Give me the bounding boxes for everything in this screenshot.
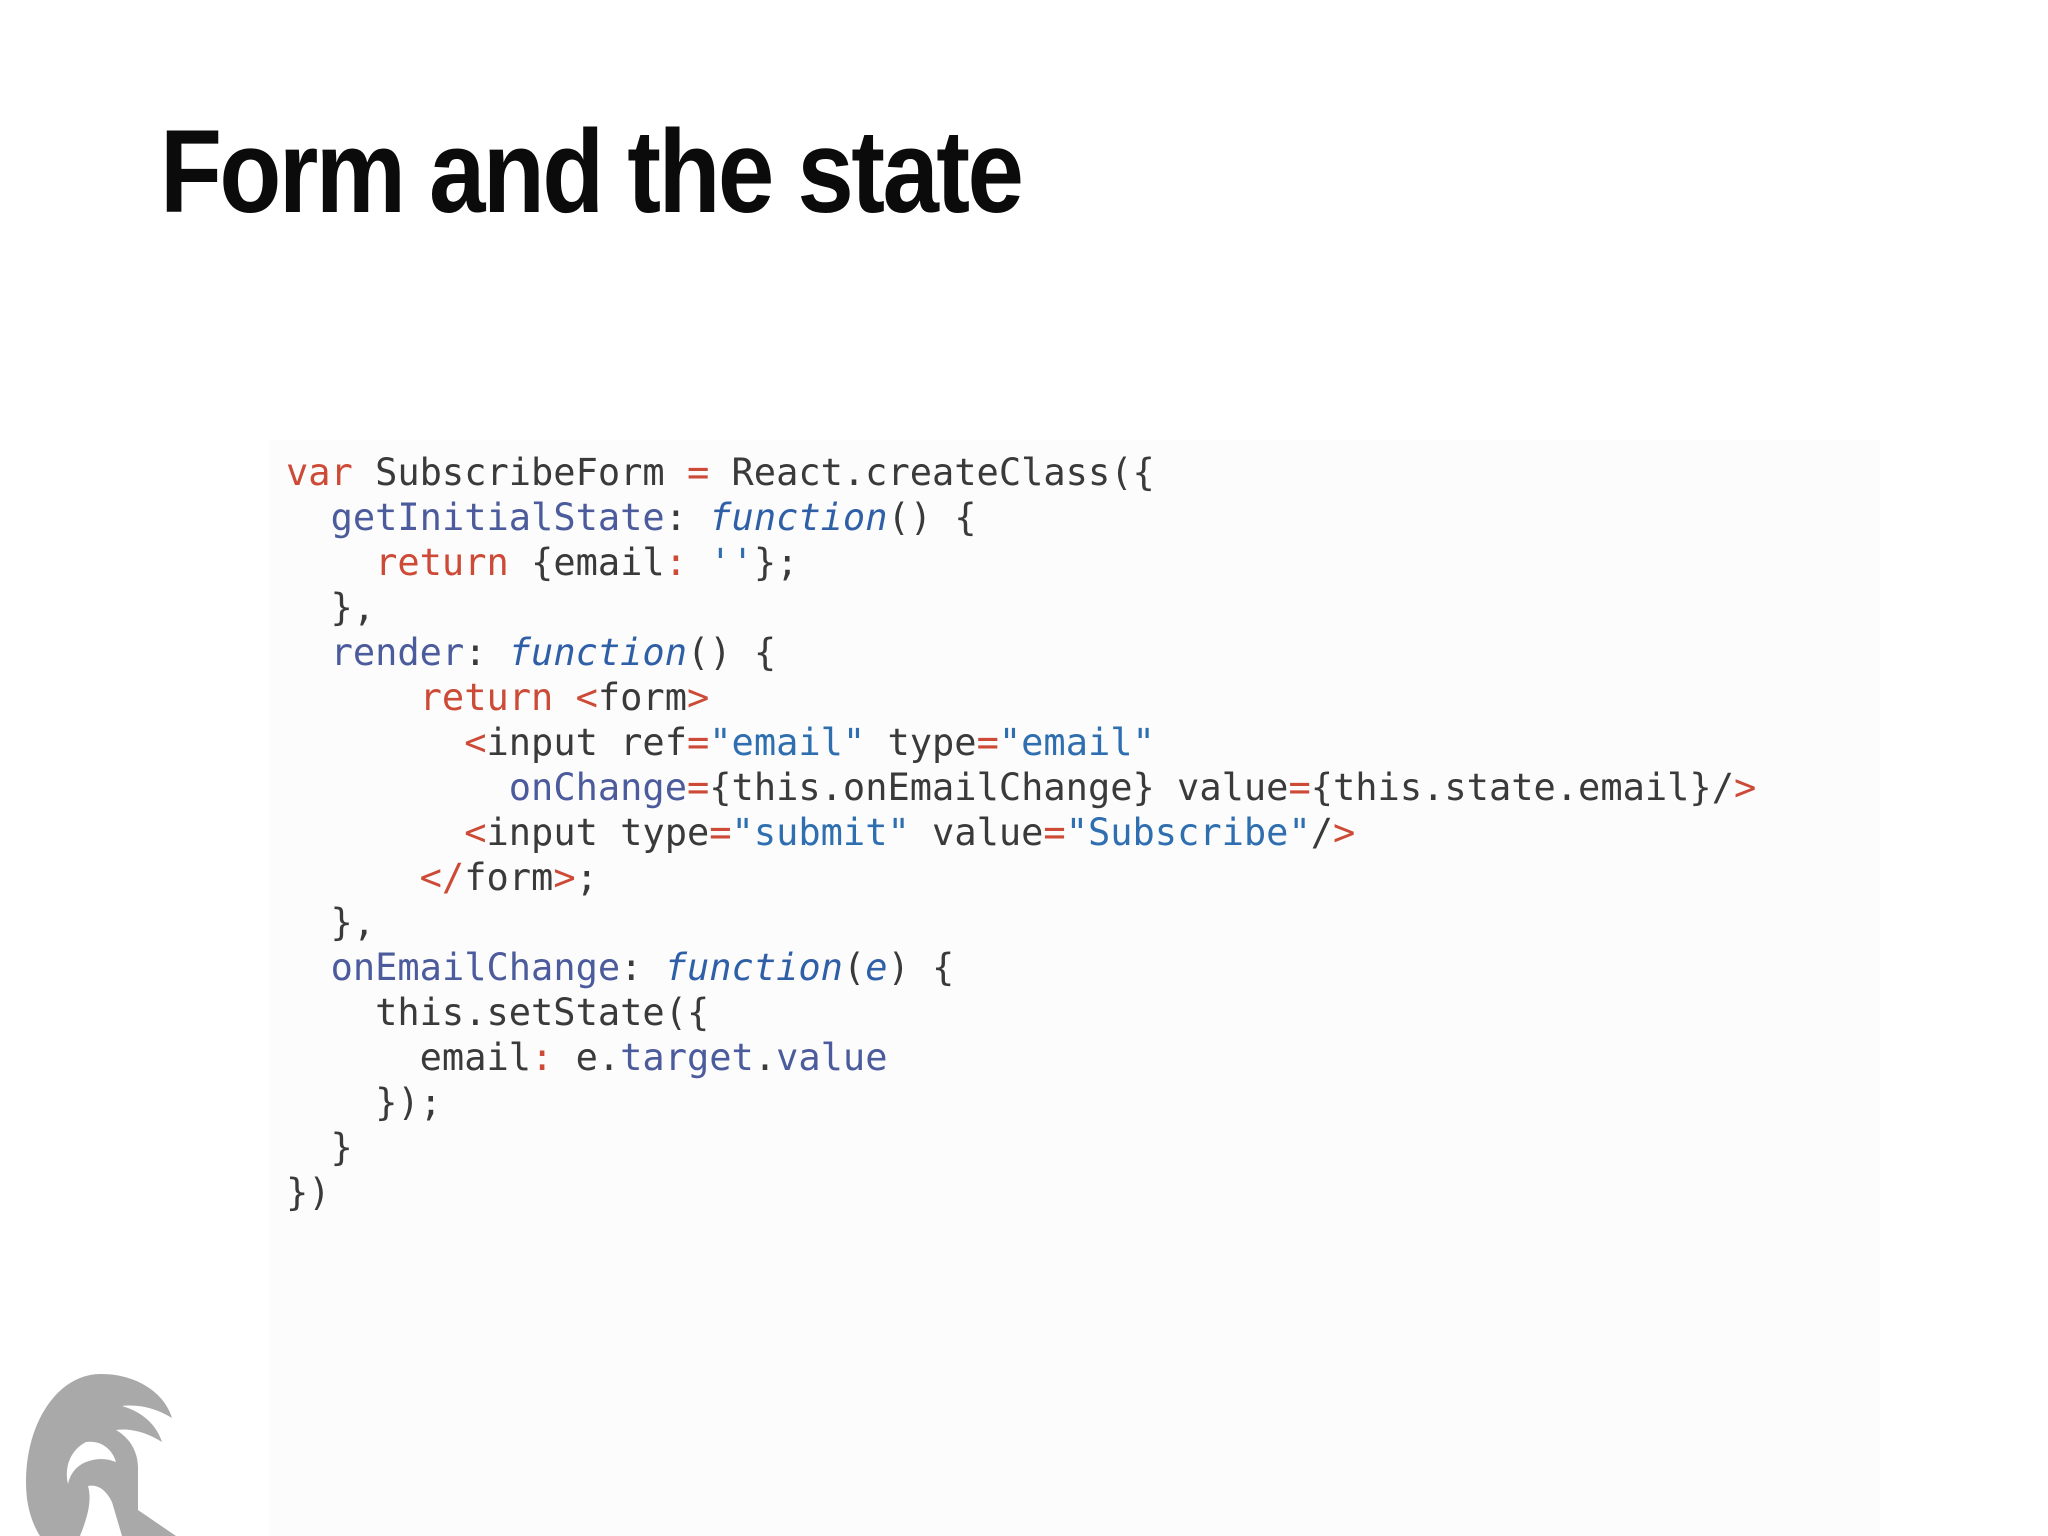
code-line: return {email: ''}; <box>286 540 1756 585</box>
code-token <box>286 766 509 809</box>
code-line: }, <box>286 585 1756 630</box>
code-token: return <box>419 676 554 719</box>
code-token: React.createClass({ <box>709 451 1155 494</box>
code-token <box>687 541 709 584</box>
code-token <box>286 721 464 764</box>
code-token: = <box>1043 811 1066 854</box>
code-token: function <box>709 496 888 539</box>
code-token: }) <box>286 1171 331 1214</box>
code-token: () { <box>687 631 777 674</box>
code-token <box>286 676 420 719</box>
code-token: }, <box>286 901 376 944</box>
code-token: function <box>508 631 687 674</box>
code-line: render: function() { <box>286 630 1756 675</box>
code-line: } <box>286 1125 1756 1170</box>
code-token: = <box>686 766 710 809</box>
code-line: var SubscribeForm = React.createClass({ <box>286 450 1756 495</box>
code-token: '' <box>709 541 754 584</box>
code-token: e <box>865 946 888 989</box>
code-line: return <form> <box>286 675 1756 720</box>
code-token: < <box>575 676 598 719</box>
code-token: }; <box>753 541 799 584</box>
code-token: onEmailChange <box>330 946 621 989</box>
code-token: "submit" <box>731 811 910 854</box>
code-line: getInitialState: function() { <box>286 495 1756 540</box>
code-token: ( <box>842 946 866 989</box>
code-token: target <box>620 1036 754 1079</box>
code-token: > <box>1733 766 1757 809</box>
code-token: type <box>865 721 977 764</box>
code-token: "email" <box>998 721 1155 764</box>
code-token: } <box>286 1126 353 1169</box>
code-token: render <box>330 631 465 674</box>
code-line: this.setState({ <box>286 990 1756 1035</box>
code-panel: var SubscribeForm = React.createClass({ … <box>270 440 1880 1536</box>
code-token: SubscribeForm <box>352 451 687 494</box>
code-token: : <box>620 946 665 989</box>
code-token: {this.onEmailChange} value <box>709 766 1289 809</box>
code-token: ) { <box>887 946 955 989</box>
code-token: {this.state.email}/ <box>1310 766 1734 809</box>
code-token: this.setState({ <box>286 991 710 1034</box>
code-token: : <box>664 496 710 539</box>
code-token: var <box>286 451 353 494</box>
code-token: = <box>686 721 710 764</box>
code-token: email <box>286 1036 532 1079</box>
code-token: }); <box>286 1081 442 1124</box>
code-token: : <box>464 631 509 674</box>
code-token: e. <box>553 1036 621 1079</box>
code-token <box>286 496 331 539</box>
code-line: }); <box>286 1080 1756 1125</box>
code-token: () { <box>887 496 977 539</box>
code-token: onChange <box>508 766 687 809</box>
code-line: <input type="submit" value="Subscribe"/> <box>286 810 1756 855</box>
code-token: > <box>553 856 576 899</box>
code-token: return <box>375 541 509 584</box>
code-line: onEmailChange: function(e) { <box>286 945 1756 990</box>
code-line: }, <box>286 900 1756 945</box>
code-token <box>286 811 464 854</box>
code-token: = <box>686 451 710 494</box>
code-token: : <box>664 541 687 584</box>
code-token <box>286 541 375 584</box>
code-token: . <box>753 1036 777 1079</box>
code-token: = <box>976 721 999 764</box>
code-token: "email" <box>709 721 866 764</box>
code-token: function <box>664 946 843 989</box>
code-block: var SubscribeForm = React.createClass({ … <box>286 450 1756 1215</box>
code-token: value <box>776 1036 888 1079</box>
code-token: </ <box>419 856 465 899</box>
code-line: </form>; <box>286 855 1756 900</box>
code-token: = <box>709 811 732 854</box>
code-token: > <box>686 676 710 719</box>
code-line: onChange={this.onEmailChange} value={thi… <box>286 765 1757 810</box>
code-token: }, <box>286 586 376 629</box>
code-token: = <box>1288 766 1311 809</box>
code-token <box>286 631 331 674</box>
code-token: {email <box>508 541 665 584</box>
code-token: < <box>464 721 487 764</box>
code-token <box>553 676 575 719</box>
code-token: form <box>464 856 554 899</box>
code-token: / <box>1310 811 1334 854</box>
code-token: value <box>909 811 1044 854</box>
code-token: < <box>464 811 487 854</box>
code-token <box>286 856 420 899</box>
code-line: <input ref="email" type="email" <box>286 720 1756 765</box>
code-token: ; <box>575 856 598 899</box>
code-token: : <box>531 1036 554 1079</box>
code-token: form <box>597 676 687 719</box>
spartan-helmet-icon <box>26 1374 176 1536</box>
code-token: > <box>1333 811 1356 854</box>
code-line: email: e.target.value <box>286 1035 1756 1080</box>
code-token <box>286 946 331 989</box>
code-token: "Subscribe" <box>1065 811 1311 854</box>
code-token: input ref <box>486 721 687 764</box>
slide-title: Form and the state <box>160 106 1024 238</box>
code-line: }) <box>286 1170 1756 1215</box>
code-token: input type <box>486 811 710 854</box>
code-token: getInitialState <box>330 496 665 539</box>
